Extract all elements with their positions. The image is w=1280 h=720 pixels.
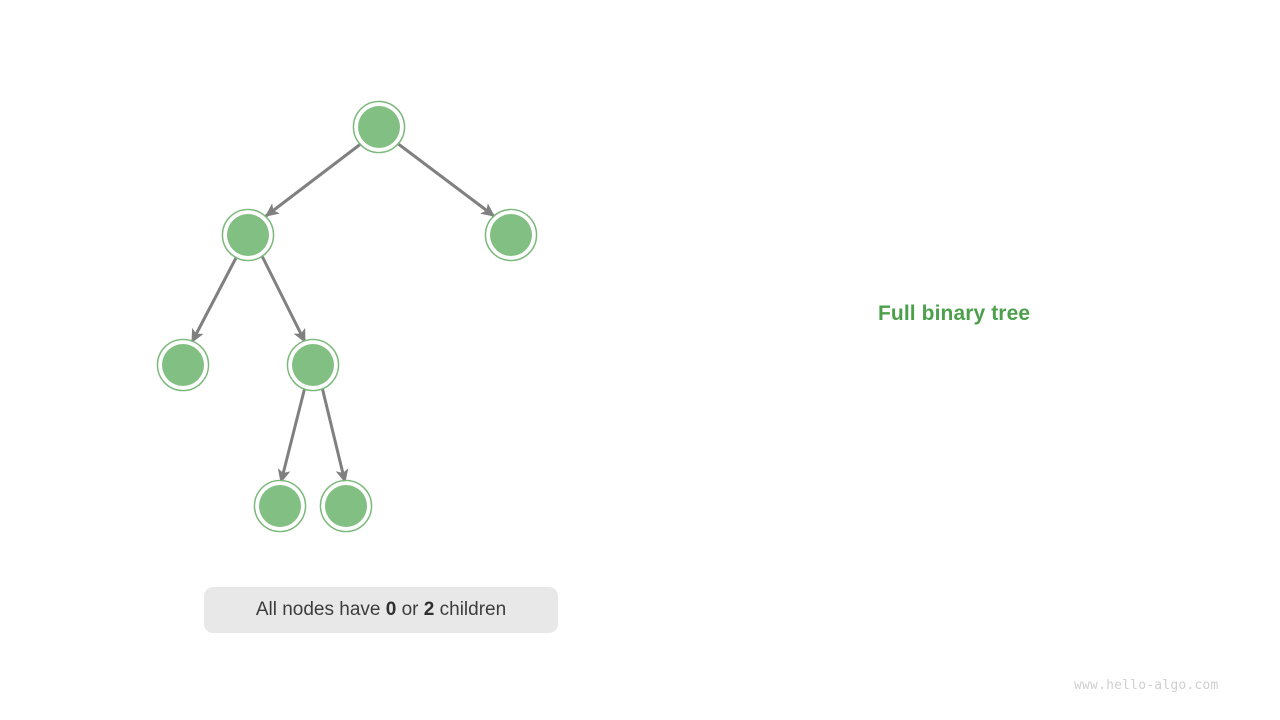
edge-left-to-ll: [190, 254, 239, 344]
edge-lr-to-lrl: [277, 385, 307, 484]
watermark: www.hello-algo.com: [1074, 678, 1219, 693]
edge-root-to-right: [395, 141, 496, 218]
tree-node-left[interactable]: [221, 208, 275, 262]
tree-node-right[interactable]: [484, 208, 538, 262]
caption-bold-zero: 0: [385, 599, 397, 620]
caption-suffix: children: [434, 599, 507, 620]
node-layer: [156, 100, 538, 533]
caption-prefix: All nodes have: [255, 599, 386, 620]
caption-text: All nodes have 0 or 2 children: [256, 599, 506, 621]
caption-middle: or: [396, 599, 424, 620]
tree-node-left-right[interactable]: [286, 338, 340, 392]
caption-bold-two: 2: [423, 599, 435, 620]
diagram-title: Full binary tree: [878, 302, 1031, 325]
edge-lr-to-lrr: [320, 385, 349, 484]
tree-node-root[interactable]: [352, 100, 406, 154]
tree-node-leaf-left[interactable]: [253, 479, 307, 533]
edge-root-to-left: [264, 141, 364, 218]
edge-layer: [190, 141, 496, 484]
tree-node-left-left[interactable]: [156, 338, 210, 392]
edge-left-to-lr: [260, 254, 307, 344]
caption-box: All nodes have 0 or 2 children: [204, 587, 558, 633]
tree-node-leaf-right[interactable]: [319, 479, 373, 533]
